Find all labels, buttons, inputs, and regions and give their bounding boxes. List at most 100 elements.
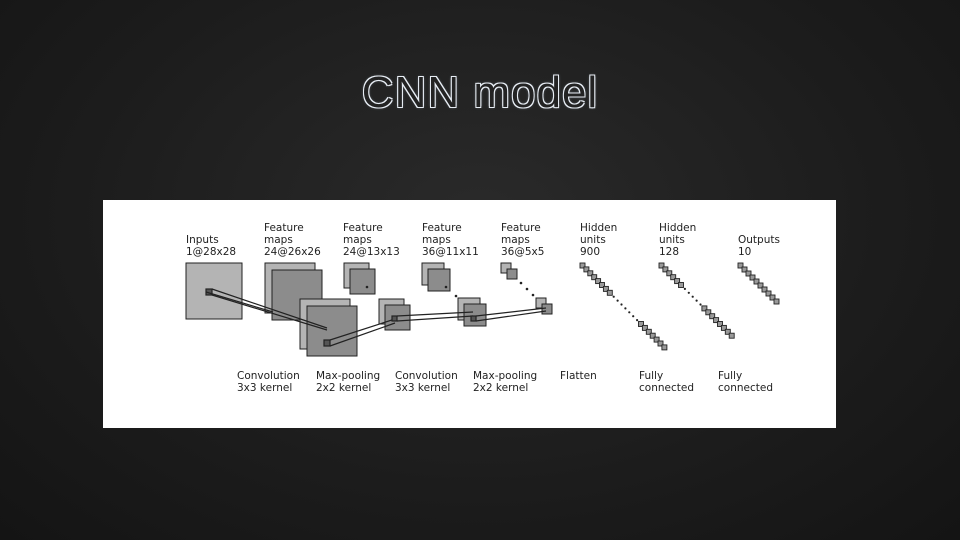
ellipsis-dot xyxy=(628,311,631,314)
op-label-pool1-line2: 2x2 kernel xyxy=(316,382,371,394)
layer-label-fm4-line3: 36@5x5 xyxy=(501,246,544,258)
op-label-conv2-line2: 3x3 kernel xyxy=(395,382,450,394)
connection-lines xyxy=(205,288,547,347)
feature-map xyxy=(541,303,553,315)
layer-label-hidden1-line3: 900 xyxy=(580,246,600,258)
connection-line xyxy=(205,291,274,313)
kernel-window xyxy=(470,315,477,322)
layer-label-hidden2-line2: units xyxy=(659,234,685,246)
hidden-units-900 xyxy=(579,262,668,351)
unit-node xyxy=(579,262,586,269)
layer-label-fm2-line2: maps xyxy=(343,234,372,246)
feature-maps-36x5x5 xyxy=(500,262,553,315)
output-units-10 xyxy=(737,262,780,305)
unit-node xyxy=(713,317,720,324)
unit-node xyxy=(591,274,598,281)
connection-line xyxy=(396,311,474,317)
op-label-pool2-line2: 2x2 kernel xyxy=(473,382,528,394)
ellipsis-dot xyxy=(691,295,694,298)
op-label-fc2-line1: Fully xyxy=(718,370,742,382)
unit-node xyxy=(724,328,731,335)
ellipsis-dot xyxy=(699,303,702,306)
hidden-units-128 xyxy=(658,262,735,339)
feature-map xyxy=(306,305,358,357)
unit-node xyxy=(717,321,723,327)
feature-map xyxy=(506,268,518,280)
ellipsis-dot xyxy=(519,281,523,285)
ellipsis-dot xyxy=(683,287,687,290)
connection-line xyxy=(329,318,396,341)
connection-line xyxy=(475,307,547,317)
layer-label-outputs-line2: 10 xyxy=(738,246,751,258)
unit-node xyxy=(645,328,652,335)
ellipsis-dot xyxy=(612,295,615,298)
layer-label-fm4-line2: maps xyxy=(501,234,530,246)
unit-node xyxy=(745,270,752,277)
input-map xyxy=(185,262,243,320)
unit-node xyxy=(705,309,712,316)
unit-node xyxy=(670,274,677,281)
slide-title: CNN model xyxy=(361,68,599,117)
layer-label-inputs-line1: Inputs xyxy=(186,234,219,246)
unit-node xyxy=(773,298,780,305)
ellipsis-dot xyxy=(531,293,535,297)
unit-node xyxy=(599,282,605,288)
unit-node xyxy=(741,266,748,273)
unit-node xyxy=(658,262,665,269)
unit-node xyxy=(595,278,602,285)
connection-line xyxy=(396,315,474,322)
unit-node xyxy=(765,290,772,297)
unit-node xyxy=(657,340,664,347)
layer-label-fm4-line1: Feature xyxy=(501,222,541,234)
layer-label-fm3-line2: maps xyxy=(422,234,451,246)
unit-node xyxy=(678,282,684,288)
layer-label-hidden2-line3: 128 xyxy=(659,246,679,258)
layer-label-inputs-line2: 1@28x28 xyxy=(186,246,236,258)
unit-node xyxy=(737,262,744,269)
connection-line xyxy=(211,294,328,331)
unit-node xyxy=(701,305,708,312)
operation-labels: Convolution 3x3 kernel Max-pooling 2x2 k… xyxy=(237,370,773,394)
layer-label-fm3-line3: 36@11x11 xyxy=(422,246,479,258)
layer-label-fm2-line3: 24@13x13 xyxy=(343,246,400,258)
ellipsis-dot xyxy=(687,291,690,294)
unit-node xyxy=(749,274,756,281)
unit-node xyxy=(757,282,764,289)
unit-node xyxy=(662,266,669,273)
cnn-diagram: Inputs 1@28x28 Feature maps 24@26x26 Fea… xyxy=(103,200,836,428)
feature-map xyxy=(349,268,376,295)
op-label-conv1-line1: Convolution xyxy=(237,370,300,382)
connection-line xyxy=(329,322,396,347)
unit-node xyxy=(661,344,668,351)
unit-node xyxy=(674,278,681,285)
op-label-fc1-line2: connected xyxy=(639,382,694,394)
ellipsis-dot xyxy=(616,299,619,302)
layer-label-fm1-line1: Feature xyxy=(264,222,304,234)
unit-node xyxy=(653,336,660,343)
unit-node xyxy=(638,321,644,327)
ellipsis-dot xyxy=(620,303,623,306)
op-label-fc1-line1: Fully xyxy=(639,370,663,382)
ellipsis-dot xyxy=(695,299,698,302)
op-label-pool1-line1: Max-pooling xyxy=(316,370,380,382)
unit-node xyxy=(728,332,735,339)
op-label-conv1-line2: 3x3 kernel xyxy=(237,382,292,394)
feature-maps-24x13x13 xyxy=(343,262,411,331)
op-label-flatten: Flatten xyxy=(560,370,597,382)
kernel-window xyxy=(391,315,398,322)
op-label-fc2-line2: connected xyxy=(718,382,773,394)
ellipsis-dot xyxy=(624,307,627,310)
layer-label-fm2-line1: Feature xyxy=(343,222,383,234)
kernel-window xyxy=(323,339,331,347)
unit-node xyxy=(602,285,609,292)
unit-node xyxy=(666,270,673,277)
op-label-pool2-line1: Max-pooling xyxy=(473,370,537,382)
unit-node xyxy=(761,286,768,293)
layer-label-fm1-line3: 24@26x26 xyxy=(264,246,321,258)
ellipsis-dot xyxy=(454,294,458,298)
cnn-diagram-svg: Inputs 1@28x28 Feature maps 24@26x26 Fea… xyxy=(185,222,780,394)
layer-label-hidden2-line1: Hidden xyxy=(659,222,696,234)
layer-labels: Inputs 1@28x28 Feature maps 24@26x26 Fea… xyxy=(186,222,780,258)
unit-node xyxy=(769,294,776,301)
unit-node xyxy=(753,278,760,285)
